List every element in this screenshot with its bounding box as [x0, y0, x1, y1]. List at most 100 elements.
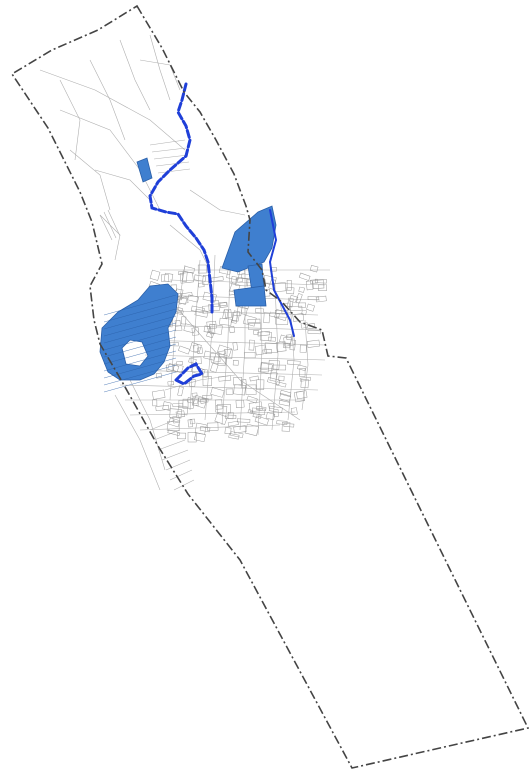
town-street	[139, 424, 281, 431]
town-block	[248, 322, 261, 331]
rural-track	[69, 149, 111, 211]
town-block	[249, 375, 259, 382]
zone-parcel-line	[103, 301, 177, 323]
town-block	[299, 376, 311, 382]
town-block	[197, 347, 203, 354]
town-block	[202, 291, 217, 303]
town-block	[318, 284, 327, 292]
town-street	[129, 411, 296, 416]
town-block	[160, 274, 170, 282]
town-block	[300, 378, 309, 389]
town-block	[210, 352, 221, 363]
town-street	[139, 339, 326, 346]
town-block	[267, 336, 276, 342]
zone-east-rect	[233, 285, 267, 307]
town-block	[210, 387, 225, 398]
town-block	[275, 316, 289, 325]
town-block	[235, 399, 245, 408]
town-block	[278, 400, 291, 407]
town-block	[210, 276, 224, 282]
town-block	[181, 271, 188, 282]
town-block	[222, 309, 229, 320]
rural-track	[139, 59, 181, 91]
municipal-boundary	[10, 4, 529, 769]
town-block	[183, 265, 195, 274]
town-block	[227, 411, 234, 420]
town-block	[219, 302, 228, 308]
town-block	[177, 405, 189, 416]
town-block	[194, 432, 206, 443]
town-block	[212, 300, 219, 307]
town-block	[192, 394, 208, 409]
parcel-strip	[99, 209, 121, 241]
town-block	[217, 356, 227, 367]
town-block	[203, 325, 212, 333]
town-block	[210, 362, 219, 373]
rural-track	[59, 79, 81, 161]
zone-parcel-line	[103, 336, 177, 358]
town-block	[178, 271, 184, 276]
town-street	[169, 279, 326, 286]
town-block	[188, 357, 197, 364]
town-block	[289, 305, 303, 311]
stream-loop	[173, 362, 205, 386]
town-block	[268, 405, 283, 414]
town-block	[252, 412, 262, 419]
town-block	[268, 402, 275, 410]
town-block	[192, 397, 200, 406]
town-block	[232, 310, 241, 322]
town-block	[240, 379, 247, 389]
town-block	[276, 420, 288, 425]
town-block	[312, 279, 325, 289]
town-block	[181, 316, 187, 325]
town-block	[299, 368, 306, 377]
town-block	[230, 276, 238, 285]
town-street	[129, 379, 166, 471]
town-block	[293, 390, 306, 403]
town-block	[241, 273, 251, 279]
town-street	[144, 354, 326, 361]
town-block	[255, 308, 265, 314]
town-block	[192, 344, 200, 353]
rural-track	[189, 189, 246, 216]
town-block	[162, 401, 172, 411]
town-block	[177, 432, 187, 440]
town-block	[172, 415, 181, 424]
town-block	[273, 409, 279, 417]
town-block	[287, 360, 301, 366]
town-block	[202, 275, 210, 286]
town-block	[289, 339, 296, 351]
zone-parcel-line	[103, 308, 177, 330]
stream-east-edge	[268, 209, 295, 337]
town-block	[298, 272, 311, 281]
town-block	[187, 397, 199, 405]
town-block	[151, 389, 166, 400]
street-network	[39, 34, 330, 491]
town-block	[202, 394, 213, 400]
town-block	[257, 330, 270, 337]
town-block	[207, 422, 219, 431]
town-block	[219, 317, 232, 326]
rural-track	[99, 214, 121, 261]
town-block	[168, 417, 181, 428]
town-block	[169, 408, 182, 419]
town-street	[204, 254, 216, 421]
town-block	[247, 318, 261, 325]
town-block	[269, 311, 280, 318]
town-block	[177, 386, 184, 397]
town-block	[268, 278, 277, 290]
zone-parcel-line	[103, 329, 177, 351]
rural-track	[149, 34, 171, 101]
town-block	[208, 323, 223, 335]
town-block	[198, 282, 205, 288]
town-block	[206, 330, 215, 339]
town-block	[236, 276, 243, 283]
town-block	[202, 376, 212, 387]
town-block	[228, 325, 236, 334]
town-block	[306, 339, 320, 348]
town-block	[172, 402, 184, 408]
town-block	[262, 349, 272, 355]
town-block	[180, 291, 193, 298]
town-block	[310, 279, 319, 285]
